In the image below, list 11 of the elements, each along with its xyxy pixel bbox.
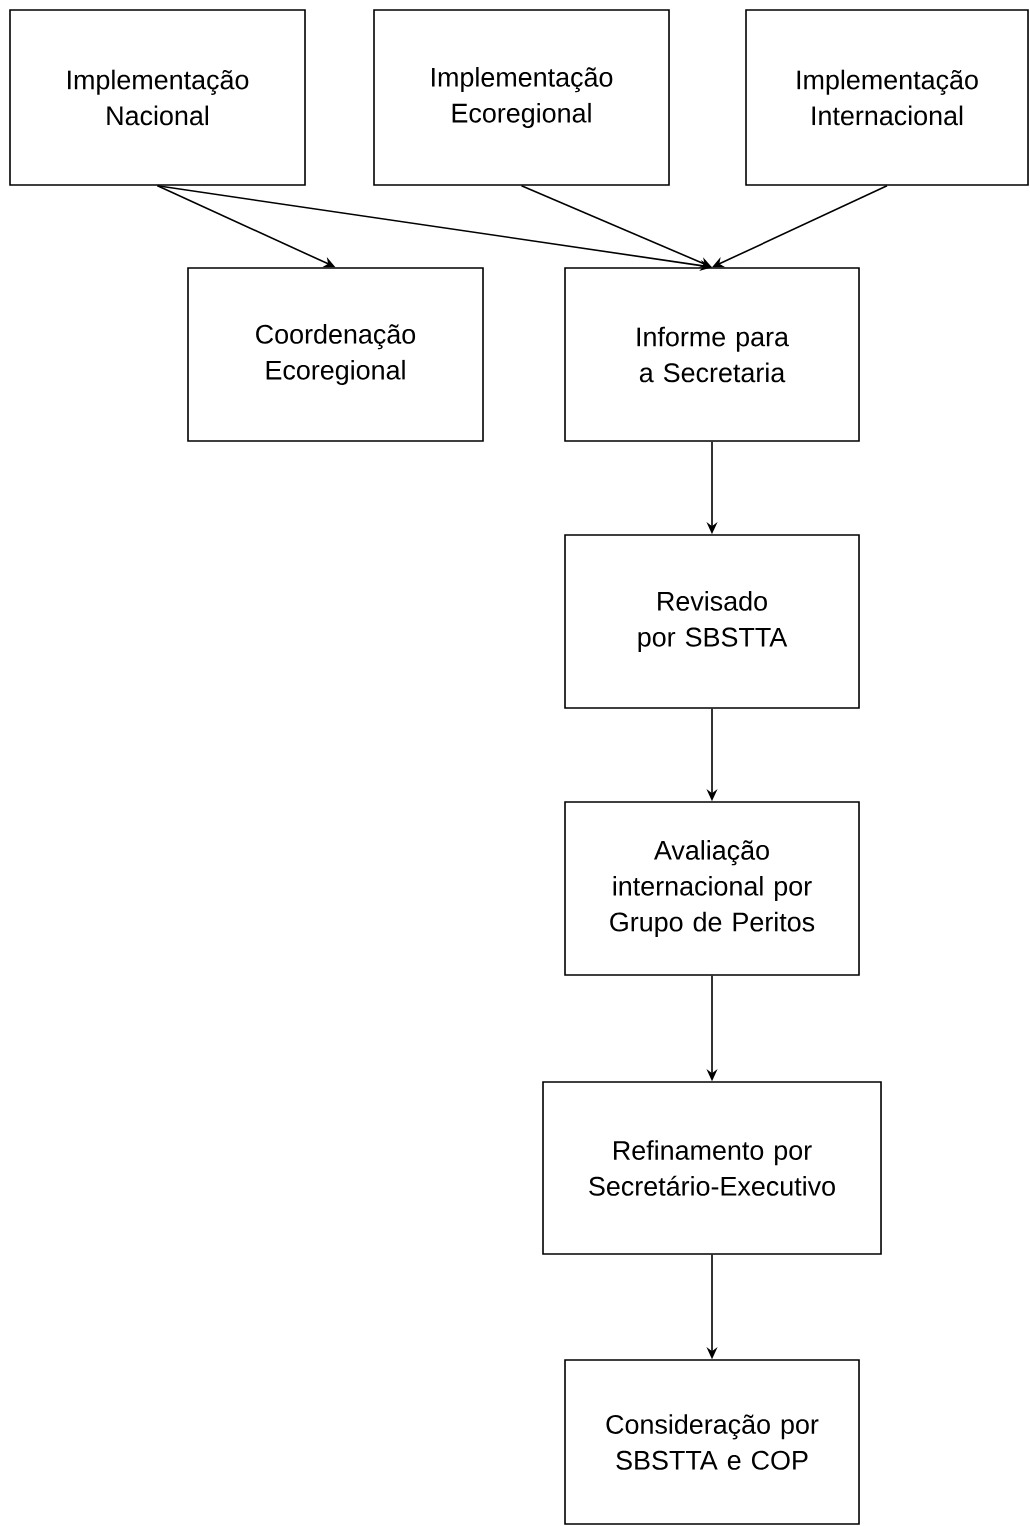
arrow <box>712 185 888 268</box>
arrow <box>520 185 712 268</box>
process-box: Implementação Internacional <box>745 9 1029 186</box>
process-box: Coordenação Ecoregional <box>187 267 484 442</box>
process-box: Revisado por SBSTTA <box>564 534 860 709</box>
process-box: Implementação Ecoregional <box>373 9 670 186</box>
process-box: Consideração por SBSTTA e COP <box>564 1359 860 1525</box>
process-box: Implementação Nacional <box>9 9 306 186</box>
process-box: Refinamento por Secretário-Executivo <box>542 1081 882 1255</box>
process-box: Informe para a Secretaria <box>564 267 860 442</box>
process-box: Avaliação internacional por Grupo de Peritos <box>564 801 860 976</box>
